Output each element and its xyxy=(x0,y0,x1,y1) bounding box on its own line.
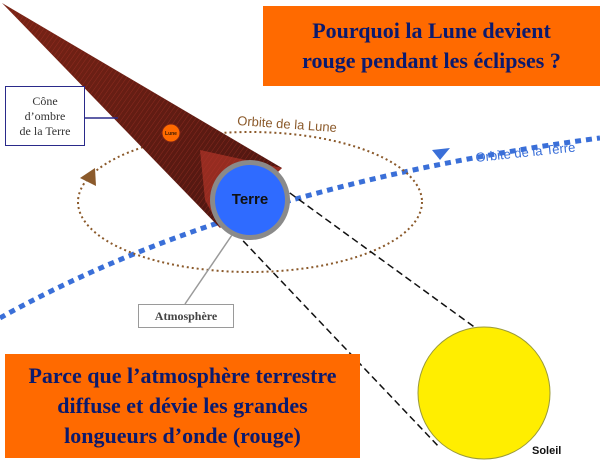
answer-line-3: longueurs d’onde (rouge) xyxy=(64,423,301,448)
title-box: Pourquoi la Lune devient rouge pendant l… xyxy=(263,6,600,86)
cone-label-box: Cône d’ombre de la Terre xyxy=(5,86,85,146)
atmosphere-label-connector xyxy=(184,234,233,305)
cone-label-line-1: Cône xyxy=(32,93,58,108)
moon xyxy=(161,123,181,143)
sun-ray-upper xyxy=(271,179,529,367)
atmosphere-label: Atmosphère xyxy=(154,308,218,323)
title-line-2: rouge pendant les éclipses ? xyxy=(302,48,561,73)
moon-label: Lune xyxy=(165,131,177,137)
moon-orbit xyxy=(77,131,423,273)
sun-ray-lower xyxy=(227,224,441,449)
sun xyxy=(417,326,551,460)
answer-line-1: Parce que l’atmosphère terrestre xyxy=(28,363,337,388)
answer-line-2: diffuse et dévie les grandes xyxy=(57,393,308,418)
earth-label: Terre xyxy=(232,191,268,208)
earth xyxy=(215,165,285,235)
answer-box: Parce que l’atmosphère terrestre diffuse… xyxy=(5,354,360,458)
cone-label-line-3: de la Terre xyxy=(19,123,71,138)
cone-label-line-2: d’ombre xyxy=(24,108,66,123)
title-line-1: Pourquoi la Lune devient xyxy=(312,18,551,43)
atmosphere-label-box: Atmosphère xyxy=(138,304,234,328)
sun-label: Soleil xyxy=(532,445,561,457)
earth-orbit-label: Orbite de la Terre xyxy=(475,140,576,165)
moon-orbit-label: Orbite de la Lune xyxy=(237,113,338,135)
earth-orbit-arrow-icon xyxy=(432,148,450,160)
earth-orbit xyxy=(0,135,600,321)
moon-orbit-arrow-icon xyxy=(80,168,96,186)
